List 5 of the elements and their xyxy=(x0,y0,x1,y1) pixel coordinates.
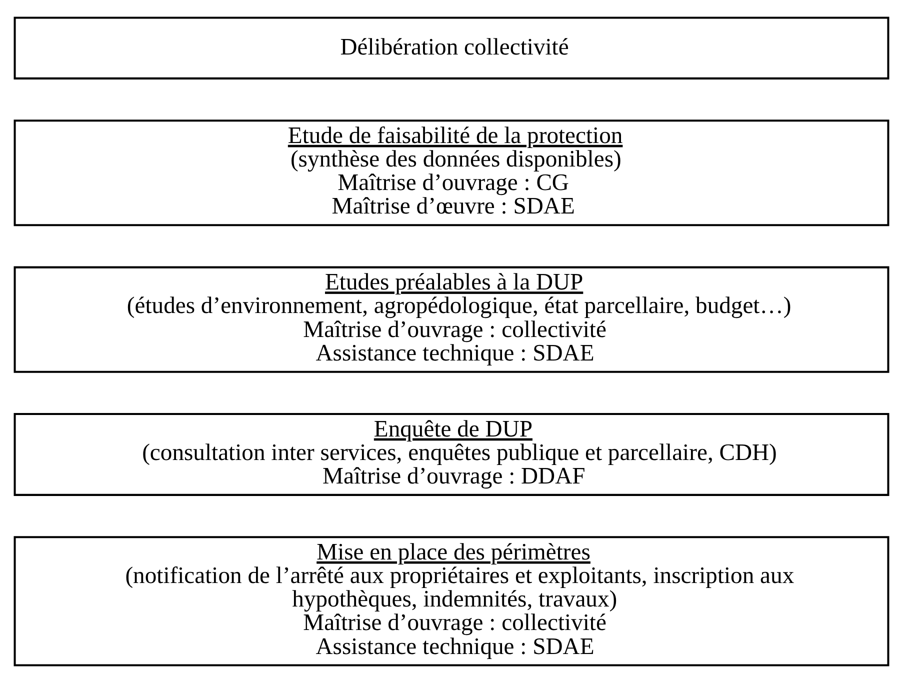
node-box: Délibération collectivité xyxy=(14,16,890,79)
node-box: Enquête de DUP (consultation inter services, enquêtes publique et parcellaire, CDH) Maîtrise d’ouvrage : DDAF xyxy=(14,412,890,496)
node-box: Etude de faisabilité de la protection (synthèse des données disponibles) Maîtrise d’ouvrage : CG Maîtrise d’œuvre : SDAE xyxy=(14,119,890,226)
node-box: Mise en place des périmètres (notification de l’arrêté aux propriétaires et exploitants, inscription aux hypothèques, indemnités, travaux) Maîtrise d’ouvrage : collectivité Assistance technique : SDAE xyxy=(14,536,890,666)
node-box: Etudes préalables à la DUP (études d’environnement, agropédologique, état parcellaire, budget…) Maîtrise d’ouvrage : collectivité Assistance technique : SDAE xyxy=(14,266,890,372)
